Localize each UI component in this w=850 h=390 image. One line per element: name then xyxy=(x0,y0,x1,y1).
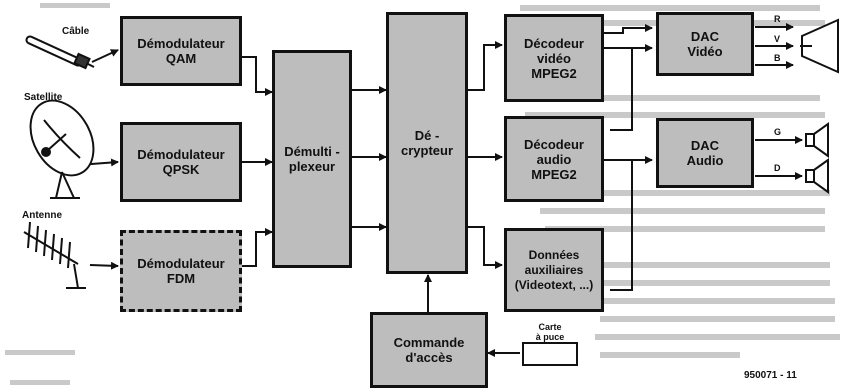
dac-audio-block: DAC Audio xyxy=(656,118,754,188)
antenna-label: Antenne xyxy=(22,210,62,221)
signal-v-label: V xyxy=(774,34,781,44)
cable-icon xyxy=(25,35,95,70)
audio-decoder-block: Décodeur audio MPEG2 xyxy=(504,116,604,202)
dac-video-block: DAC Vidéo xyxy=(656,12,754,76)
qam-to-demux-wire xyxy=(242,56,273,96)
figure-reference: 950071 - 11 xyxy=(744,370,797,381)
cable-to-qam-wire xyxy=(91,49,119,63)
speaker-right-icon xyxy=(805,158,829,194)
signal-b-label: B xyxy=(774,53,781,63)
signal-d-label: D xyxy=(774,163,781,173)
demodulator-qam-block: Démodulateur QAM xyxy=(120,16,242,86)
demultiplexer-block: Démulti - plexeur xyxy=(272,50,352,268)
antenna-icon xyxy=(23,221,86,289)
access-control-block: Commande d'accès xyxy=(370,312,488,388)
fdm-to-demux-wire xyxy=(242,228,273,267)
decrypter-block: Dé - crypteur xyxy=(386,12,468,274)
aux-to-audio-link xyxy=(610,160,633,291)
signal-g-label: G xyxy=(774,127,782,137)
audio-to-dac-link xyxy=(610,48,633,131)
video-decoder-block: Décodeur vidéo MPEG2 xyxy=(504,14,604,102)
video-output-icon xyxy=(800,18,839,74)
signal-r-label: R xyxy=(774,14,781,24)
satellite-dish-icon xyxy=(29,99,95,199)
smart-card-label: Carte à puce xyxy=(535,322,565,342)
satellite-label: Satellite xyxy=(24,92,63,103)
demodulator-fdm-block: Démodulateur FDM xyxy=(120,230,242,312)
decrypt-to-video-wire xyxy=(468,41,503,91)
demodulator-qpsk-block: Démodulateur QPSK xyxy=(120,122,242,202)
antenna-to-fdm-wire xyxy=(89,261,119,270)
smart-card-icon xyxy=(522,342,578,366)
cable-label: Câble xyxy=(62,26,90,37)
speaker-left-icon xyxy=(805,122,829,158)
decrypt-to-aux-wire xyxy=(468,226,503,269)
video-to-dac-wire-1 xyxy=(604,24,653,34)
auxiliary-data-block: Données auxiliaires (Videotext, ...) xyxy=(504,228,604,312)
